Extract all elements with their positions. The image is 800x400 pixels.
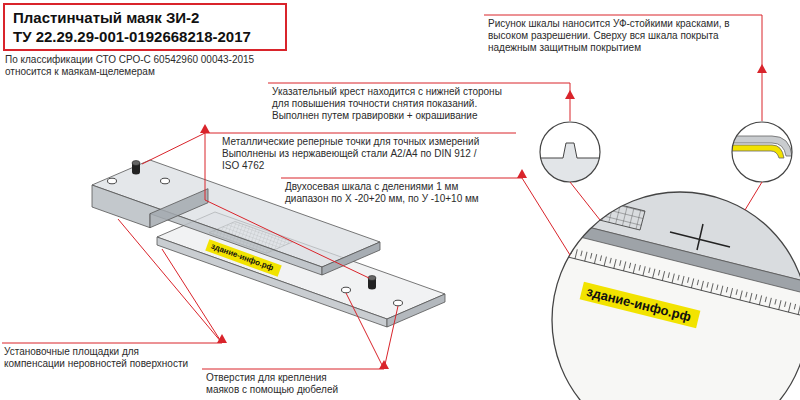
mount-hole — [108, 178, 117, 184]
leader-line — [281, 178, 570, 255]
zoom-top-plate — [540, 180, 800, 285]
annotation-text: Металлические реперные точки для точных … — [222, 136, 492, 172]
pointer-triangle — [200, 124, 210, 133]
leader-line — [142, 133, 516, 278]
annotation-text: Указательный крест находится с нижней ст… — [272, 86, 517, 122]
leader-line — [2, 219, 222, 343]
annotation-text: Рисунок шкалы наносится УФ-стойкими крас… — [488, 18, 750, 54]
bottom-plate-side — [387, 294, 445, 327]
leader-line — [484, 15, 762, 121]
pointer-triangle — [217, 334, 227, 343]
pointer-triangle — [379, 360, 389, 369]
zoom-line — [570, 182, 762, 220]
leader-line — [202, 293, 398, 369]
pointer-triangle — [757, 64, 767, 73]
zoom-bottom-plate — [540, 180, 800, 400]
title-text: ТУ 22.29.29-001-0192668218-2017 — [13, 27, 251, 46]
groove-profile — [530, 143, 610, 190]
zoom-plate-edge — [540, 215, 800, 297]
title-box: Пластинчатый маяк ЗИ-2ТУ 22.29.29-001-01… — [3, 3, 287, 51]
leader-line — [268, 83, 570, 121]
title-text: Пластинчатый маяк ЗИ-2 — [13, 8, 199, 27]
pointer-triangle — [517, 169, 527, 178]
detail-circle-outline — [540, 122, 600, 182]
detail-circle — [732, 122, 792, 182]
annotation-text: Двухосевая шкала с делениями 1 мм диапаз… — [285, 181, 495, 205]
mount-hole — [394, 300, 403, 306]
pointer-cross — [670, 224, 730, 250]
mount-hole — [161, 178, 170, 184]
zoom-circle-outline — [552, 192, 800, 400]
annotation-text: Установочные площадки для компенсации не… — [4, 346, 196, 370]
pointer-triangle — [565, 90, 575, 99]
reference-pin-top — [368, 276, 376, 281]
annotation-text: По классификации СТО СРО-С 60542960 0004… — [5, 54, 265, 78]
detail-circle-outline — [732, 122, 792, 182]
top-plate-pad — [150, 189, 208, 228]
top-plate-side — [322, 242, 380, 275]
mount-hole — [342, 287, 351, 293]
print-layer — [728, 145, 784, 158]
annotation-text: Отверстия для крепления маяков с помощью… — [206, 372, 361, 396]
reference-pin-top — [132, 161, 140, 166]
